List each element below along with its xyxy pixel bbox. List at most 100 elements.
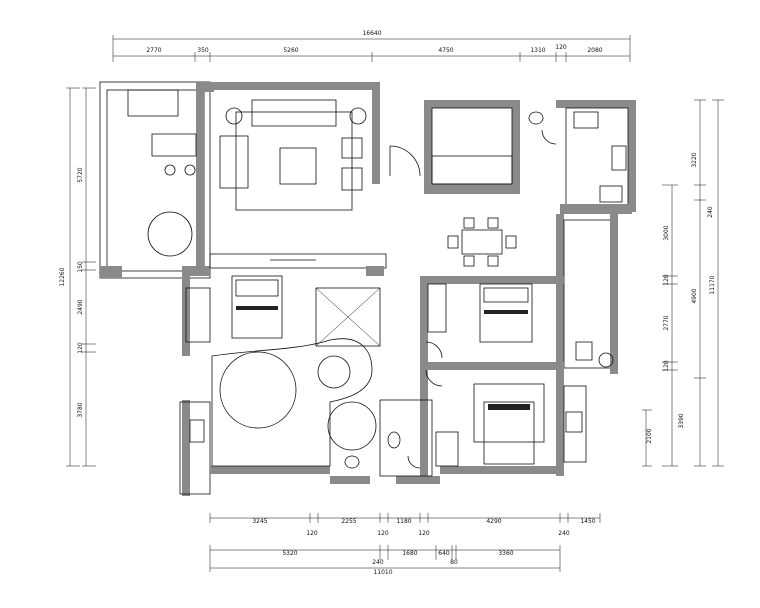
chair [463, 255, 475, 267]
dim-left-seg-5: 3780 [77, 402, 84, 417]
dim-top-seg-1: 2770 [146, 47, 161, 54]
dim-right-inner-3: 2770 [663, 315, 670, 330]
bathroom-2 [379, 399, 433, 477]
wall-living-right [372, 82, 380, 184]
door-arc [407, 455, 421, 469]
sofa-back [251, 99, 337, 127]
bed-3 [483, 401, 535, 465]
chair [505, 235, 517, 249]
dim-top-total: 16640 [362, 30, 381, 37]
bed-2 [479, 283, 533, 343]
stool [184, 164, 196, 176]
wall-kitchen-top [556, 100, 636, 108]
dim-left-seg-2: 150 [77, 261, 84, 273]
walls [99, 81, 636, 496]
door-arc [425, 369, 443, 387]
wall-bed2-bottom [420, 362, 564, 370]
dim-left-seg-3: 2490 [77, 299, 84, 314]
dim-top-seg-6: 120 [555, 44, 567, 51]
pillow [488, 404, 530, 410]
side-table [341, 167, 363, 191]
fridge [599, 185, 623, 203]
bathtub [219, 351, 297, 429]
wall-stair-left [424, 100, 432, 194]
chair [463, 217, 475, 229]
armchair [219, 135, 249, 189]
right-dimension-chains: 3000 120 2770 120 2100 3220 240 4900 339… [642, 99, 724, 467]
dim-right-mid-2: 240 [707, 206, 714, 218]
dim-left-seg-1: 5720 [77, 167, 84, 182]
lamp [349, 107, 367, 125]
wall-kitchen-right [628, 100, 636, 212]
wall-bottom-4 [440, 466, 564, 474]
chair [487, 255, 499, 267]
wall-stair-right [512, 100, 520, 194]
dim-right-mid-4: 3390 [678, 413, 685, 428]
dining-table [461, 229, 503, 255]
wall-bottom-2 [330, 476, 370, 484]
dim-left-total: 12260 [59, 267, 66, 286]
wall-bottom-left [182, 400, 190, 496]
dim-right-outer: 11170 [709, 275, 716, 294]
dim-right-inner-2: 120 [663, 274, 670, 286]
dim-bottom-r3-2: 80 [450, 559, 458, 566]
dim-bottom-r1-1: 3245 [252, 518, 267, 525]
dim-bottom-total: 11010 [373, 569, 392, 576]
bay-window-3 [563, 385, 587, 463]
dim-bottom-r2-3: 640 [438, 550, 450, 557]
wall-living-left [196, 82, 204, 272]
wardrobe-2 [427, 283, 447, 333]
top-dimension-chain: 16640 2770 350 5260 4750 1310 120 2080 [112, 30, 631, 62]
wall-bottom-3 [396, 476, 440, 484]
dim-bottom-r1-4: 120 [377, 530, 389, 537]
pillow [235, 279, 279, 297]
balcony-outline [99, 81, 211, 279]
toilet [344, 455, 360, 469]
laundry-fixture [598, 352, 614, 368]
wall-block [100, 266, 122, 278]
bedroom1-header [209, 253, 387, 269]
dim-top-seg-4: 4750 [438, 47, 453, 54]
wall-far-right [610, 214, 618, 374]
dim-bottom-r3-1: 240 [372, 559, 384, 566]
wall-right-col [556, 214, 564, 476]
dim-bottom-r1-7: 4290 [486, 518, 501, 525]
wall-stair-top [424, 100, 520, 120]
stove [573, 111, 599, 129]
wall-bed2-left [420, 276, 428, 476]
dim-right-inner-1: 3000 [663, 225, 670, 240]
wall-stair-bottom [424, 184, 520, 194]
doors [389, 129, 557, 469]
coffee-table [279, 147, 317, 185]
balcony-desk [151, 133, 197, 157]
pillow [483, 287, 529, 303]
kitchen-outline [565, 107, 629, 209]
dim-right-mid-3: 4900 [691, 288, 698, 303]
sink [611, 145, 627, 171]
bay-window [185, 287, 211, 343]
dim-top-seg-2: 350 [197, 47, 209, 54]
door-arc [425, 341, 443, 359]
wall-block [366, 266, 384, 276]
stair-inner [431, 155, 513, 185]
ac-unit [565, 411, 583, 433]
lamp [225, 107, 243, 125]
ac-unit [189, 419, 205, 443]
dim-bottom-r1-2: 120 [306, 530, 318, 537]
round-table [147, 211, 193, 257]
wardrobe [315, 287, 381, 347]
storage-outline [563, 219, 617, 369]
dim-top-seg-3: 5260 [283, 47, 298, 54]
dim-bottom-r2-4: 3360 [498, 550, 513, 557]
round-fixture [317, 355, 351, 389]
wall-living-top [196, 82, 379, 90]
dim-right-mid-1: 3220 [691, 152, 698, 167]
washer [575, 341, 593, 361]
bay-window-2 [179, 401, 211, 495]
wall-bottom-1 [210, 466, 330, 474]
toilet [528, 111, 544, 125]
side-table [341, 137, 363, 159]
dim-top-seg-5: 1310 [530, 47, 545, 54]
wardrobe-3 [435, 431, 459, 467]
